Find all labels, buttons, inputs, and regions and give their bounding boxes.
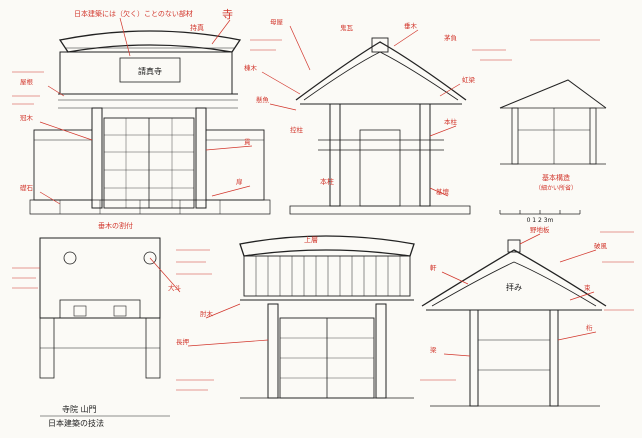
bottom-right-label: 拝み: [506, 282, 522, 292]
front-elevation-top: 請真寺: [29, 30, 271, 215]
annotation-temple: 寺: [222, 8, 233, 21]
small-section-sublabel: （細かい所省）: [535, 184, 577, 192]
annotation-word: 垂木: [404, 21, 418, 30]
annotation-temple-sub: 持真: [190, 23, 204, 32]
annotation-word: 懸魚: [256, 95, 270, 104]
small-section-label: 基本構造: [542, 173, 570, 182]
annotation-word: 棟木: [244, 63, 258, 72]
scale-bar: 0 1 2 3m: [499, 210, 581, 224]
annotation-word: 茅負: [444, 33, 458, 42]
annotation-word: 束: [584, 284, 591, 292]
annotation-word: 控柱: [290, 125, 304, 134]
annotation-word: 虹梁: [462, 75, 476, 84]
scale-label: 0 1 2 3m: [527, 217, 554, 224]
annotation-word: 本柱: [444, 117, 458, 126]
front-elevation-bottom: [239, 235, 415, 399]
annotation-section: 本柱: [320, 177, 334, 186]
annotation-word: 梁: [430, 345, 437, 354]
annotation-plan: 垂木の割付: [98, 221, 133, 230]
annotation-word: 軒: [430, 264, 437, 272]
annotation-word: 礎石: [20, 183, 34, 192]
annotation-word: 扉: [236, 177, 243, 186]
annotation-word: 屋根: [20, 77, 34, 86]
title-block: 寺院 山門 日本建築の技法: [40, 404, 170, 428]
red-annotations: 日本建築には（欠く）ことのない部材 寺 持真 本柱 垂木の割付 上層 屋根 棟木…: [12, 8, 634, 391]
annotation-word: 母屋: [270, 18, 284, 26]
annotation-word: 鬼瓦: [340, 23, 354, 32]
annotation-word: 破風: [594, 241, 608, 250]
annotation-word: 桁: [586, 323, 593, 332]
basic-structure-section: 基本構造 （細かい所省）: [499, 79, 607, 192]
annotation-top-left: 日本建築には（欠く）ことのない部材: [74, 9, 193, 18]
annotation-word: 基壇: [436, 187, 450, 196]
annotation-upper: 上層: [304, 235, 318, 244]
floor-plan: [39, 237, 161, 379]
title-line-2: 日本建築の技法: [48, 418, 104, 428]
annotation-word: 大斗: [168, 283, 182, 292]
side-section-top: [289, 37, 471, 215]
title-line-1: 寺院 山門: [62, 404, 97, 414]
sign-text: 請真寺: [138, 66, 162, 76]
annotation-word: 貫: [244, 138, 251, 146]
annotation-word: 冠木: [20, 113, 34, 122]
side-section-bottom: 拝み: [421, 239, 607, 407]
annotation-word: 野地板: [530, 225, 550, 234]
annotation-word: 肘木: [200, 309, 214, 318]
annotation-word: 長押: [176, 337, 190, 346]
